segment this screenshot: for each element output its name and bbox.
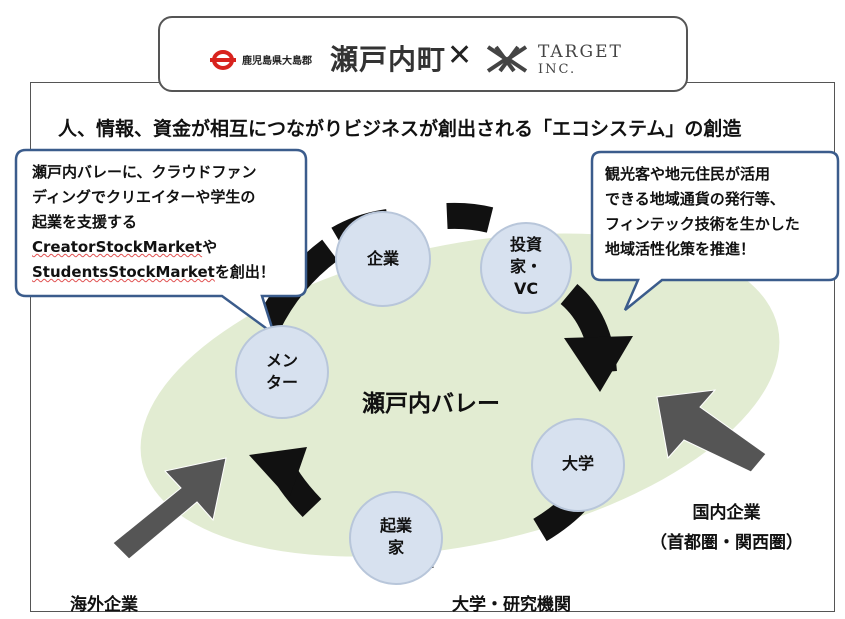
node-enterprise [335,211,431,307]
left-bubble-line: StudentsStockMarketを創出！ [32,263,275,281]
overseas-arrow [112,457,227,560]
left-bubble-line: 起業を支援する [32,213,138,231]
creator-market-name: CreatorStockMarket [32,238,203,256]
node-investor [480,222,572,314]
right-bubble-line: できる地域通貨の発行等、 [605,190,785,208]
collaboration-sign: ✕ [447,38,473,73]
cycle-arrowheads [249,336,633,499]
diagram-title: 人、情報、資金が相互につながりビジネスが創出される「エコシステム」の創造 [58,118,742,140]
right-bubble-line: 観光客や地元住民が活用 [605,165,771,183]
town-emblem-icon [210,50,236,70]
prefecture-label: 鹿児島県大島郡 [242,56,312,67]
town-name: 瀬戸内町 [330,43,447,76]
left-bubble-line: 瀬戸内バレーに、クラウドファン [32,163,257,181]
node-label-mentor: メン ター [265,351,298,392]
node-circles [235,211,625,585]
partner-suffix: INC. [538,62,577,77]
node-university [531,418,625,512]
university-research-label: 大学・研究機関 [452,595,571,615]
partner-name: TARGET [538,42,623,62]
right-bubble-text: 観光客や地元住民が活用 できる地域通貨の発行等、 フィンテック技術を生かした 地… [605,162,800,262]
node-label-university: 大学 [561,454,594,473]
target-logo-icon [486,45,528,73]
node-label-enterprise: 企業 [366,249,399,268]
arrowhead-right [564,336,633,392]
node-label-investor: 投資 家・ VC [509,235,542,298]
overseas-companies-label: 海外企業 [70,595,138,615]
left-bubble-line: CreatorStockMarketや [32,238,218,256]
right-bubble-line: フィンテック技術を生かした [605,215,800,233]
left-bubble-line: ディングでクリエイターや学生の [32,188,256,206]
domestic-arrow [656,389,767,473]
domestic-companies-label: 国内企業 （首都圏・関西圏） [650,503,803,553]
arrowhead-left [249,447,307,499]
left-speech-bubble [14,148,308,338]
right-speech-bubble [590,150,840,311]
node-mentor [235,325,329,419]
right-bubble-line: 地域活性化策を推進！ [605,240,756,258]
header-banner [158,16,688,92]
valley-center-label: 瀬戸内バレー [362,391,500,417]
node-founder [349,491,443,585]
node-label-founder: 起業 家 [379,516,412,557]
students-market-name: StudentsStockMarket [32,263,215,281]
left-bubble-text: 瀬戸内バレーに、クラウドファン ディングでクリエイターや学生の 起業を支援する … [32,160,275,285]
